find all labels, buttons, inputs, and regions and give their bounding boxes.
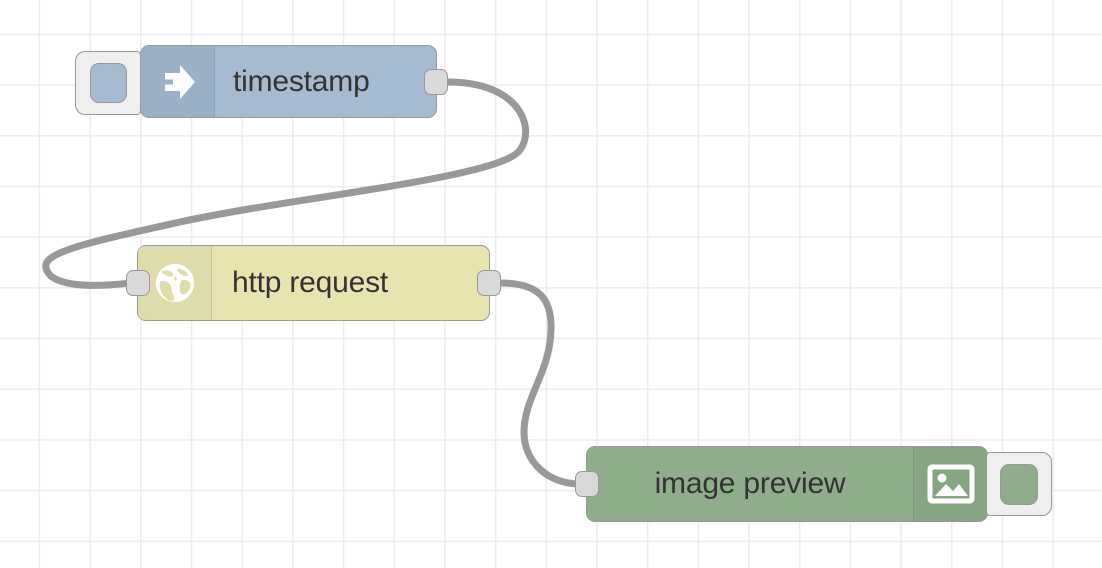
image-preview-status-button[interactable] <box>986 452 1052 516</box>
node-timestamp-label: timestamp <box>233 64 370 98</box>
node-http-request-label: http request <box>232 266 389 299</box>
node-http-request-input-port[interactable] <box>126 270 150 296</box>
node-image-preview-input-port[interactable] <box>575 471 599 497</box>
arrow-right-inject-icon <box>164 64 195 99</box>
node-timestamp[interactable]: timestamp <box>140 45 448 118</box>
node-http-request[interactable]: http request <box>126 245 501 321</box>
node-image-preview-label: image preview <box>654 467 846 500</box>
node-timestamp-output-port[interactable] <box>424 68 448 95</box>
node-image-preview[interactable]: image preview <box>575 446 988 522</box>
picture-icon <box>927 464 974 504</box>
node-http-request-output-port[interactable] <box>477 270 501 296</box>
inject-trigger-button[interactable] <box>75 51 141 115</box>
node-image-preview-icon-box <box>913 447 987 521</box>
node-timestamp-icon-box <box>141 46 215 117</box>
globe-icon <box>155 263 194 303</box>
inject-button-inner <box>89 63 127 103</box>
node-http-request-icon-box <box>138 246 212 320</box>
wire-http-to-image[interactable] <box>497 279 584 488</box>
image-preview-status-button-inner <box>1000 463 1038 505</box>
